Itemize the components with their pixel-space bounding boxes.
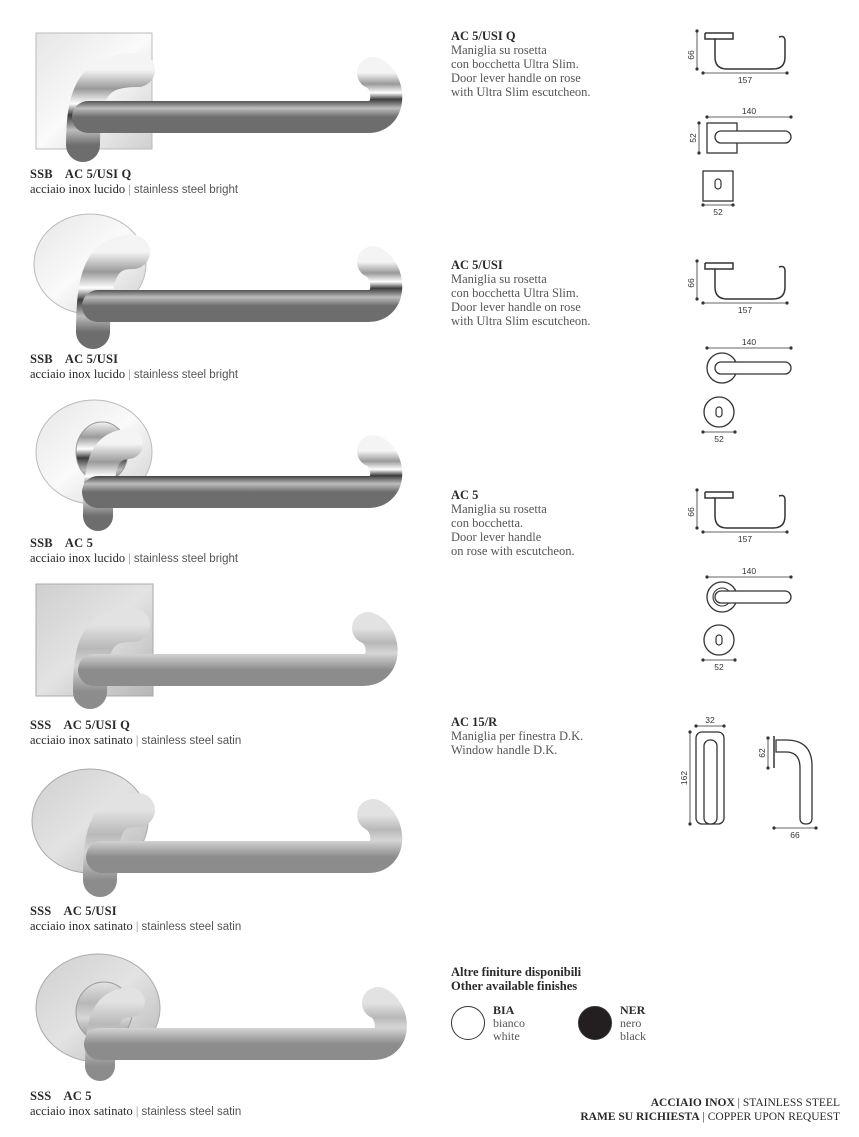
- product-description: AC 15/R Maniglia per finestra D.K. Windo…: [451, 715, 584, 757]
- svg-text:140: 140: [742, 337, 756, 347]
- product-photo-ssb-ac5-usi: [28, 212, 408, 362]
- product-photo-ssb-ac5-usi-q: [28, 25, 408, 175]
- product-description: AC 5/USI Maniglia su rosetta con bocchet…: [451, 258, 591, 328]
- svg-text:62: 62: [757, 748, 767, 758]
- svg-text:66: 66: [790, 830, 800, 840]
- svg-text:52: 52: [688, 133, 698, 143]
- svg-text:52: 52: [714, 662, 724, 672]
- finish-label-white: BIA bianco white: [493, 1003, 525, 1043]
- svg-text:157: 157: [738, 305, 752, 315]
- technical-drawing-ac5-usi-q: 66 157 140 52 52: [685, 25, 805, 225]
- product-photo-sss-ac5-usi: [28, 765, 408, 915]
- product-photo-ssb-ac5: [28, 396, 408, 546]
- product-photo-sss-ac5-usi-q: [28, 580, 408, 730]
- svg-text:52: 52: [713, 207, 723, 217]
- svg-text:140: 140: [742, 566, 756, 576]
- svg-text:66: 66: [686, 50, 696, 60]
- svg-text:66: 66: [686, 278, 696, 288]
- product-photo-sss-ac5: [28, 948, 408, 1098]
- technical-drawing-ac5: 66 157 140 52: [685, 484, 805, 674]
- technical-drawing-ac5-usi: 66 157 140 52: [685, 255, 805, 445]
- technical-drawing-ac15-r: 32 162 62 66: [679, 712, 830, 842]
- svg-text:157: 157: [738, 75, 752, 85]
- svg-text:162: 162: [679, 771, 689, 785]
- svg-text:157: 157: [738, 534, 752, 544]
- svg-text:140: 140: [742, 106, 756, 116]
- finish-label-black: NER nero black: [620, 1003, 646, 1043]
- finish-swatch-white: [451, 1006, 485, 1040]
- svg-text:32: 32: [705, 715, 715, 725]
- svg-text:52: 52: [714, 434, 724, 444]
- product-description: AC 5/USI Q Maniglia su rosetta con bocch…: [451, 29, 591, 99]
- other-finishes-title: Altre finiture disponibili Other availab…: [451, 965, 582, 993]
- material-footer: ACCIAIO INOX | STAINLESS STEEL RAME SU R…: [580, 1097, 840, 1123]
- svg-text:66: 66: [686, 507, 696, 517]
- finish-swatch-black: [578, 1006, 612, 1040]
- product-description: AC 5 Maniglia su rosetta con bocchetta. …: [451, 488, 575, 558]
